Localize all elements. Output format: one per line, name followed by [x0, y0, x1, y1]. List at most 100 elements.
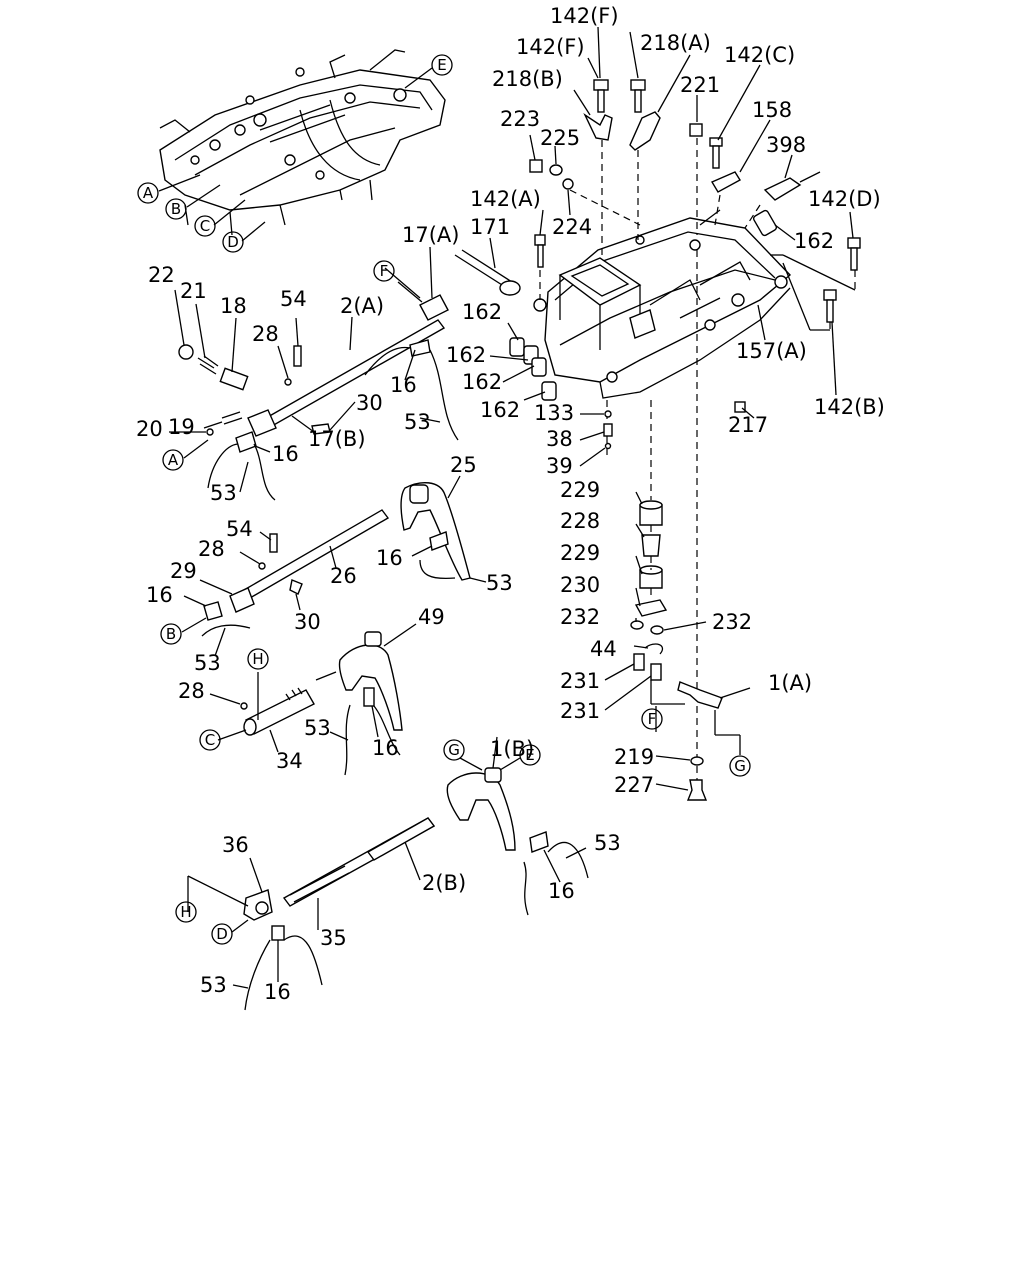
part-labels: 142(F) 142(F) 218(A) 218(B) 221 142(C) 1… [136, 4, 885, 1004]
shift-rod-26-fork-25 [201, 482, 471, 637]
part-label: 28 [178, 679, 205, 703]
part-label: 53 [210, 481, 237, 505]
part-label: 225 [540, 126, 580, 150]
part-label: 29 [170, 559, 197, 583]
part-label: 16 [372, 736, 399, 760]
part-label: 17(B) [308, 427, 366, 451]
part-label: 25 [450, 453, 477, 477]
ref-marker: F [648, 710, 657, 728]
label-leader-lines [169, 26, 854, 989]
inset-assembly-drawing [158, 49, 446, 242]
part-label: 20 [136, 417, 163, 441]
part-label: 30 [356, 391, 383, 415]
part-label: 142(A) [470, 187, 541, 211]
part-label: 133 [534, 401, 574, 425]
part-label: 232 [712, 610, 752, 634]
part-label: 53 [594, 831, 621, 855]
part-label: 142(F) [550, 4, 619, 28]
part-label: 1(A) [768, 671, 812, 695]
part-label: 142(D) [808, 187, 881, 211]
part-label: 16 [264, 980, 291, 1004]
shift-rod-35-fork-1b [243, 767, 589, 1011]
ref-marker: E [437, 56, 446, 74]
ref-marker: C [205, 731, 215, 749]
reference-markers: A B C D E F A B C H F G E G H D [137, 54, 751, 945]
part-label: 53 [200, 973, 227, 997]
shift-rod-2a [178, 294, 459, 501]
part-label: 2(A) [340, 294, 384, 318]
part-label: 28 [198, 537, 225, 561]
part-label: 142(B) [814, 395, 885, 419]
part-label: 162 [446, 343, 486, 367]
ref-marker: B [171, 200, 181, 218]
part-label: 230 [560, 573, 600, 597]
part-label: 53 [304, 716, 331, 740]
part-label: 232 [560, 605, 600, 629]
part-label: 44 [590, 637, 617, 661]
part-label: 26 [330, 564, 357, 588]
part-label: 231 [560, 699, 600, 723]
ref-marker: C [200, 217, 210, 235]
part-label: 17(A) [402, 223, 459, 247]
part-label: 28 [252, 322, 279, 346]
plugs-162 [509, 209, 778, 401]
part-label: 16 [548, 879, 575, 903]
part-label: 54 [226, 517, 253, 541]
ref-marker: A [168, 451, 179, 469]
ref-marker: D [216, 925, 228, 943]
part-label: 223 [500, 107, 540, 131]
part-label: 19 [168, 415, 195, 439]
part-label: 2(B) [422, 871, 466, 895]
part-label: 219 [614, 745, 654, 769]
part-label: 18 [220, 294, 247, 318]
top-bolts-clamps [454, 79, 861, 413]
part-label: 227 [614, 773, 654, 797]
part-label: 22 [148, 263, 175, 287]
part-label: 38 [546, 427, 573, 451]
part-label: 54 [280, 287, 307, 311]
part-label: 228 [560, 509, 600, 533]
lower-shift-parts [603, 410, 741, 801]
part-label: 142(C) [724, 43, 795, 67]
ref-marker: D [227, 233, 239, 251]
part-label: 142(F) [516, 35, 585, 59]
part-label: 229 [560, 478, 600, 502]
part-label: 218(A) [640, 31, 711, 55]
part-label: 224 [552, 215, 592, 239]
part-label: 218(B) [492, 67, 563, 91]
part-label: 162 [462, 370, 502, 394]
part-label: 162 [480, 398, 520, 422]
ref-marker: B [166, 625, 176, 643]
part-label: 36 [222, 833, 249, 857]
ref-marker: H [252, 650, 263, 668]
part-label: 16 [272, 442, 299, 466]
part-label: 16 [376, 546, 403, 570]
part-label: 1(B) [490, 737, 534, 761]
ref-marker: E [525, 746, 534, 764]
part-label: 16 [146, 583, 173, 607]
part-label: 231 [560, 669, 600, 693]
part-label: 162 [462, 300, 502, 324]
part-label: 229 [560, 541, 600, 565]
part-label: 49 [418, 605, 445, 629]
ref-marker: G [734, 757, 746, 775]
part-label: 53 [194, 651, 221, 675]
ref-marker: G [448, 741, 460, 759]
part-label: 53 [486, 571, 513, 595]
part-label: 171 [470, 215, 510, 239]
part-label: 221 [680, 73, 720, 97]
ref-marker: F [380, 262, 389, 280]
part-label: 158 [752, 98, 792, 122]
top-cover-housing [533, 217, 792, 399]
ref-marker: A [143, 184, 154, 202]
housing-leader-lines [539, 138, 856, 800]
part-label: 157(A) [736, 339, 807, 363]
part-label: 21 [180, 279, 207, 303]
part-label: 217 [728, 413, 768, 437]
part-label: 398 [766, 133, 806, 157]
shift-rod-34-fork-49 [240, 631, 403, 776]
part-label: 53 [404, 410, 431, 434]
part-label: 34 [276, 749, 303, 773]
part-label: 16 [390, 373, 417, 397]
